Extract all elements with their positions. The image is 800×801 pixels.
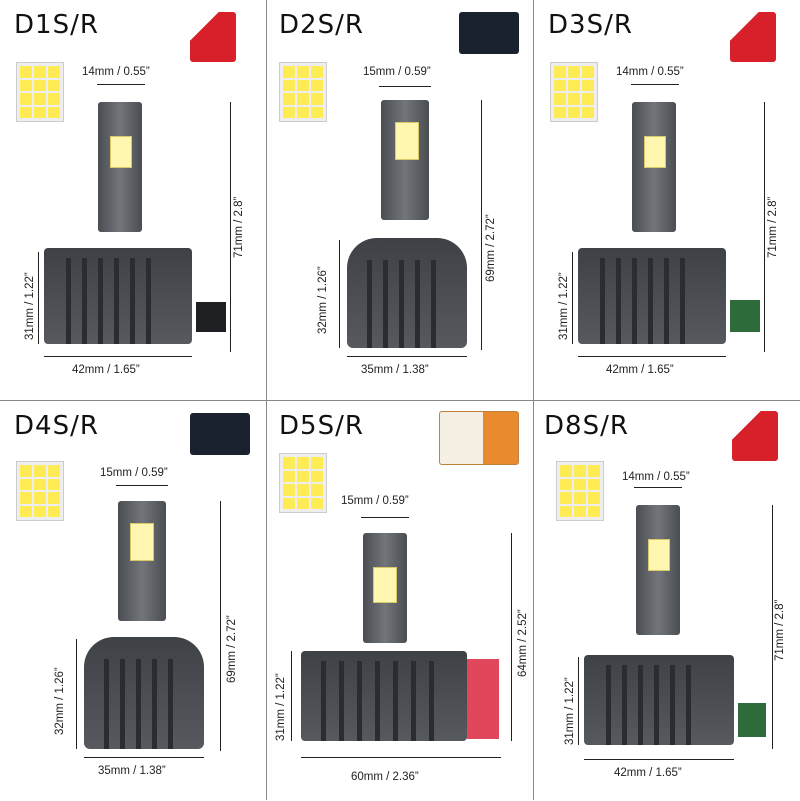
- bulb-base: [84, 637, 204, 749]
- width-dimension: 42mm / 1.65”: [606, 364, 674, 376]
- width-dimension: 42mm / 1.65”: [72, 364, 140, 376]
- led-emitter: [130, 523, 154, 561]
- led-emitter: [395, 122, 419, 160]
- panel-title: D1S/R: [14, 10, 99, 40]
- connector: [738, 703, 766, 737]
- connector: [467, 659, 499, 739]
- width-dimension: 42mm / 1.65”: [614, 767, 682, 779]
- led-emitter: [648, 539, 670, 571]
- top-dimension: 14mm / 0.55”: [616, 66, 684, 78]
- panel-title: D5S/R: [279, 411, 364, 441]
- bulb-stem: [381, 100, 429, 220]
- led-chip-icon: [550, 62, 598, 122]
- red-box-icon: [730, 12, 776, 62]
- red-box-icon: [190, 12, 236, 62]
- bulb-base: [347, 238, 467, 348]
- top-dimension: 15mm / 0.59”: [363, 66, 431, 78]
- led-chip-icon: [279, 453, 327, 513]
- width-dimension: 35mm / 1.38”: [98, 765, 166, 777]
- led-chip-icon: [16, 461, 64, 521]
- top-dimension: 14mm / 0.55”: [82, 66, 150, 78]
- panel-title: D3S/R: [548, 10, 633, 40]
- base-dimension: 31mm / 1.22”: [558, 272, 570, 340]
- dark-box-icon: [459, 12, 519, 54]
- dark-box-icon: [190, 413, 250, 455]
- base-dimension: 32mm / 1.26”: [54, 667, 66, 735]
- panel-title: D2S/R: [279, 10, 364, 40]
- bulb-base: [301, 651, 467, 741]
- base-dimension: 32mm / 1.26”: [317, 266, 329, 334]
- led-emitter: [373, 567, 397, 603]
- height-dimension: 71mm / 2.8”: [767, 196, 779, 258]
- height-dimension: 64mm / 2.52”: [517, 609, 529, 677]
- base-dimension: 31mm / 1.22”: [564, 677, 576, 745]
- led-emitter: [110, 136, 132, 168]
- width-dimension: 60mm / 2.36”: [351, 771, 419, 783]
- panel-d2s: D2S/R 15mm / 0.59” 69mm / 2.72” 32mm / 1…: [267, 0, 533, 400]
- panel-d8s: D8S/R 14mm / 0.55” 71mm / 2.8” 31mm / 1.…: [534, 401, 800, 801]
- bulb-stem: [118, 501, 166, 621]
- panel-d4s: D4S/R 15mm / 0.59” 69mm / 2.72” 32mm / 1…: [0, 401, 266, 801]
- height-dimension: 71mm / 2.8”: [774, 599, 786, 661]
- red-box-icon: [732, 411, 778, 461]
- panel-d3s: D3S/R 14mm / 0.55” 71mm / 2.8” 31mm / 1.…: [534, 0, 800, 400]
- height-dimension: 69mm / 2.72”: [485, 214, 497, 282]
- top-dimension: 15mm / 0.59”: [100, 467, 168, 479]
- led-chip-icon: [16, 62, 64, 122]
- led-chip-icon: [556, 461, 604, 521]
- panel-title: D8S/R: [544, 411, 629, 441]
- base-dimension: 31mm / 1.22”: [275, 673, 287, 741]
- led-emitter: [644, 136, 666, 168]
- divider: [0, 400, 800, 401]
- height-dimension: 69mm / 2.72”: [226, 615, 238, 683]
- led-chip-icon: [279, 62, 327, 122]
- top-dimension: 14mm / 0.55”: [622, 471, 690, 483]
- orange-box-icon: [439, 411, 519, 465]
- width-dimension: 35mm / 1.38”: [361, 364, 429, 376]
- panel-title: D4S/R: [14, 411, 99, 441]
- height-dimension: 71mm / 2.8”: [233, 196, 245, 258]
- panel-d5s: D5S/R 15mm / 0.59” 64mm / 2.52” 31mm / 1…: [267, 401, 533, 801]
- base-dimension: 31mm / 1.22”: [24, 272, 36, 340]
- panel-d1s: D1S/R 14mm / 0.55” 71mm / 2.8” 31mm / 1.…: [0, 0, 266, 400]
- top-dimension: 15mm / 0.59”: [341, 495, 409, 507]
- connector: [730, 300, 760, 332]
- connector: [196, 302, 226, 332]
